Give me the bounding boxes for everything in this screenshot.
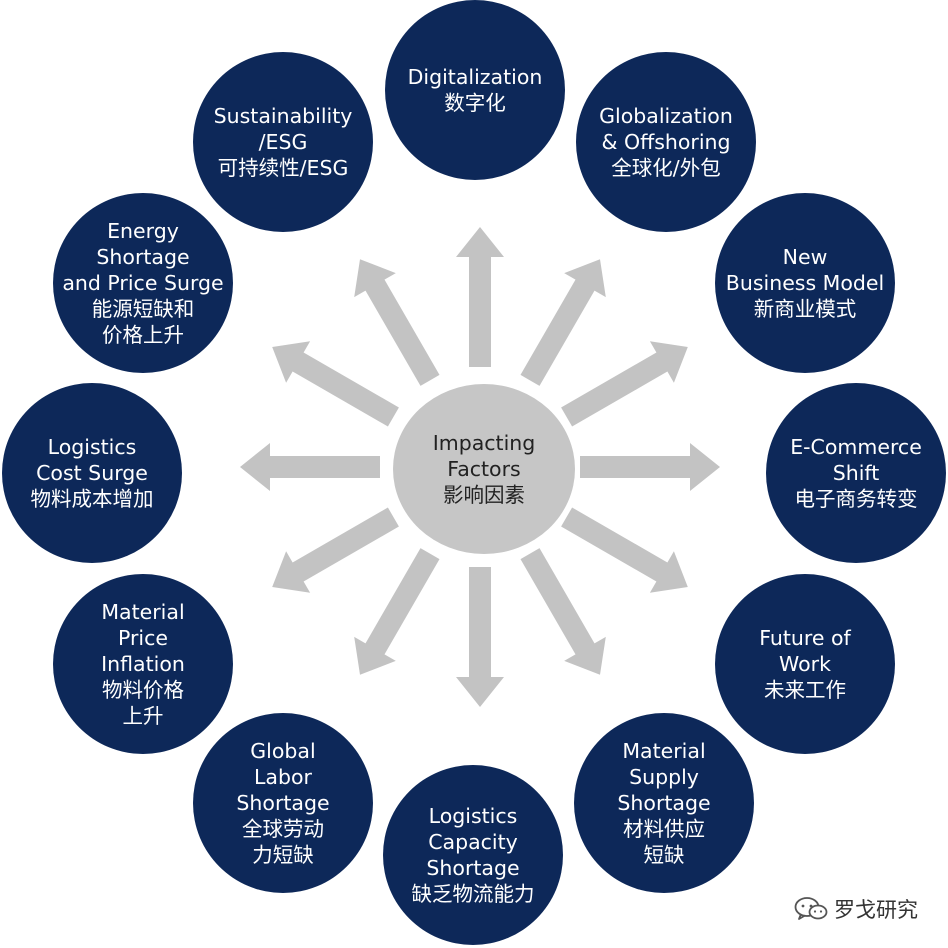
factor-label-line: Digitalization	[407, 65, 543, 89]
factor-node-energy-shortage: Energy Shortage and Price Surge 能源短缺和 价格…	[53, 193, 233, 373]
factor-label-line: Logistics	[47, 435, 137, 459]
factor-node-global-labor-shortage: Global Labor Shortage 全球劳动 力短缺	[193, 713, 373, 893]
factor-label-line: Business Model	[725, 271, 885, 295]
arrow-to-future-of-work	[561, 507, 688, 593]
factor-label-line: 价格上升	[102, 323, 184, 347]
watermark-text: 罗戈研究	[834, 898, 918, 922]
arrow-to-logistics-cost-surge	[240, 443, 380, 491]
factor-label-line: /ESG	[258, 130, 308, 154]
factor-label-line: and Price Surge	[62, 271, 224, 295]
factor-label-line: Work	[779, 652, 831, 676]
factor-label-line: Shortage	[426, 856, 520, 880]
factor-node-ecommerce: E-Commerce Shift 电子商务转变	[766, 383, 946, 563]
factor-label-line: 可持续性/ESG	[217, 156, 349, 180]
arrow-to-globalization	[520, 259, 606, 386]
factor-label-line: 全球化/外包	[611, 156, 721, 180]
factor-label-line: Shift	[832, 461, 880, 485]
factor-label-line: Logistics	[428, 804, 518, 828]
factor-node-logistics-capacity-shortage: Logistics Capacity Shortage 缺乏物流能力	[383, 765, 563, 945]
factor-label-line: Price	[117, 626, 168, 650]
factor-label-line: Global	[250, 739, 316, 763]
factor-label-line: Globalization	[599, 104, 733, 128]
wechat-icon	[794, 896, 828, 922]
factor-label-line: Material	[622, 739, 706, 763]
factor-node-material-supply-shortage: Material Supply Shortage 材料供应 短缺	[574, 713, 754, 893]
factor-label-line: 物料成本增加	[30, 487, 154, 511]
arrow-to-energy-shortage	[272, 341, 399, 427]
factor-label-line: 短缺	[643, 843, 685, 867]
center-line: Impacting	[432, 431, 536, 455]
factor-label-line: Energy	[107, 219, 179, 243]
factor-label-line: 能源短缺和	[91, 297, 195, 321]
factor-label-line: Sustainability	[213, 104, 353, 128]
factor-label-line: 新商业模式	[753, 297, 857, 321]
center-line: 影响因素	[443, 483, 525, 507]
factor-node-future-of-work: Future of Work 未来工作	[715, 574, 895, 754]
factor-label-line: 缺乏物流能力	[411, 882, 535, 906]
factor-label-line: 全球劳动	[242, 817, 324, 841]
factor-label-line: Capacity	[428, 830, 518, 854]
arrow-to-material-supply-shortage	[520, 548, 606, 675]
factor-label-line: Shortage	[617, 791, 711, 815]
factor-node-logistics-cost-surge: Logistics Cost Surge 物料成本增加	[2, 383, 182, 563]
factor-label-line: Shortage	[96, 245, 190, 269]
arrow-to-sustainability	[354, 259, 440, 386]
factor-label-line: Inflation	[101, 652, 185, 676]
factor-label-line: New	[782, 245, 828, 269]
factor-label-line: E-Commerce	[790, 435, 922, 459]
arrow-to-logistics-capacity-shortage	[456, 567, 504, 707]
factor-label-line: 力短缺	[252, 843, 314, 867]
factor-node-material-price-inflation: Material Price Inflation 物料价格 上升	[53, 574, 233, 754]
factor-node-digitalization: Digitalization 数字化	[385, 0, 565, 180]
arrow-to-ecommerce	[580, 443, 720, 491]
factor-label-line: 材料供应	[623, 817, 705, 841]
factor-node-globalization: Globalization & Offshoring 全球化/外包	[576, 52, 756, 232]
center-line: Factors	[447, 457, 521, 481]
factor-label-line: 电子商务转变	[794, 487, 918, 511]
factor-label-line: 未来工作	[764, 678, 846, 702]
watermark: 罗戈研究	[794, 894, 918, 924]
arrow-to-new-business-model	[561, 341, 688, 427]
factor-label-line: 物料价格	[102, 678, 184, 702]
factor-label-line: Cost Surge	[36, 461, 148, 485]
factor-label-line: Future of	[759, 626, 851, 650]
factor-node-new-business-model: New Business Model 新商业模式	[715, 193, 895, 373]
factor-label-line: Supply	[629, 765, 699, 789]
arrow-to-digitalization	[456, 227, 504, 367]
factor-label-line: Labor	[254, 765, 312, 789]
arrow-to-global-labor-shortage	[354, 548, 440, 675]
factor-node-sustainability: Sustainability /ESG 可持续性/ESG	[193, 52, 373, 232]
arrow-to-material-price-inflation	[272, 507, 399, 593]
factor-label-line: 上升	[122, 704, 164, 728]
factor-label-line: 数字化	[444, 91, 506, 115]
factor-label-line: Material	[101, 600, 185, 624]
center-node: Impacting Factors 影响因素	[393, 384, 575, 554]
factor-label-line: & Offshoring	[601, 130, 731, 154]
factor-label-line: Shortage	[236, 791, 330, 815]
